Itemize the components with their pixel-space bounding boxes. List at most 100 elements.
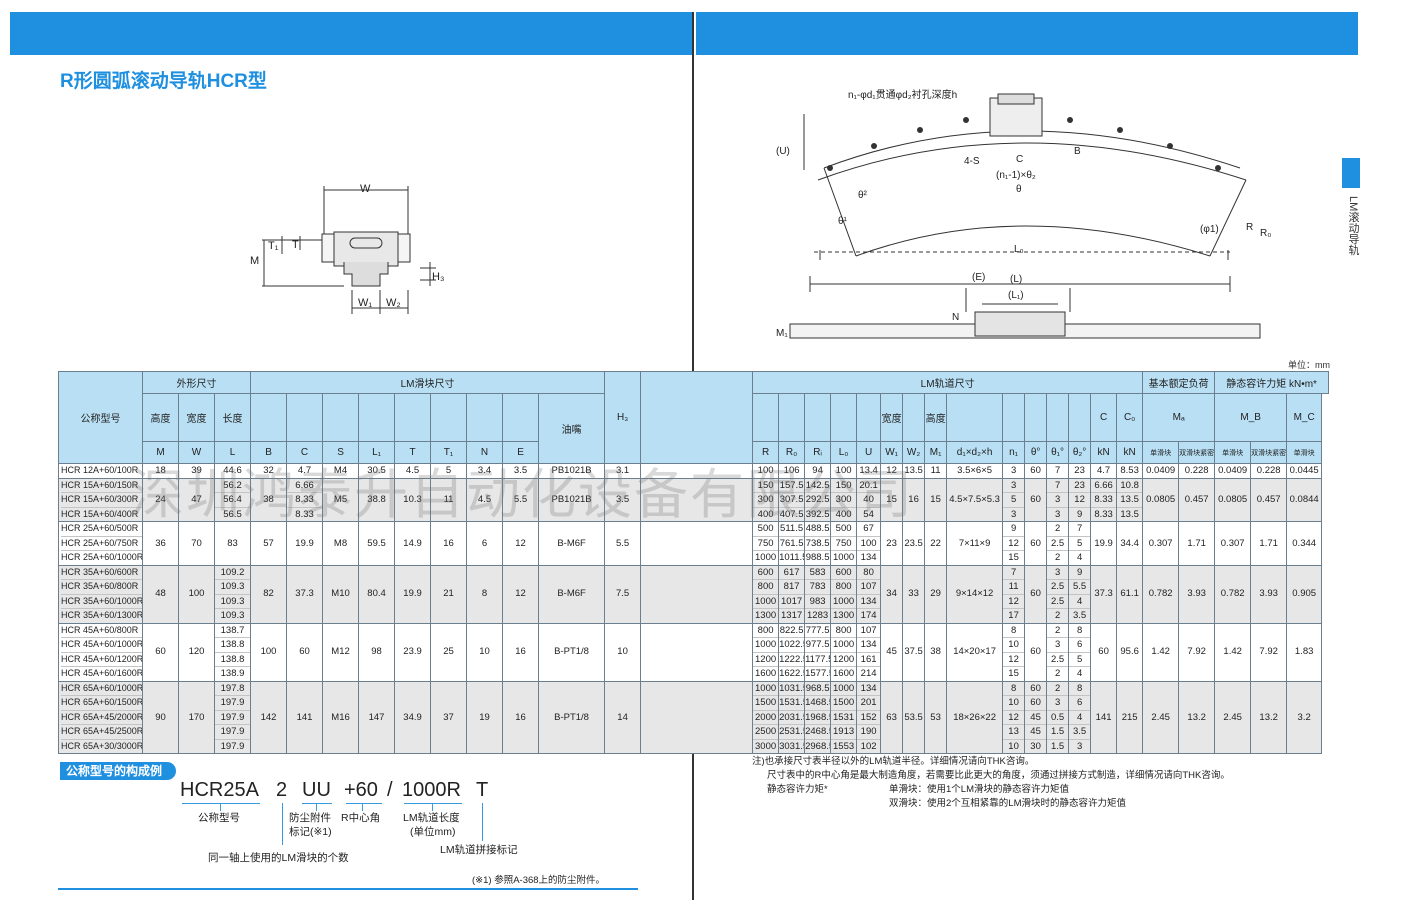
cell-t1: 37 — [430, 680, 468, 754]
cell-e: 16 — [502, 622, 540, 682]
cell-c: 60 — [286, 622, 324, 682]
cell-mb1: 0.0805 — [1214, 477, 1252, 522]
spacer-cell — [640, 622, 754, 682]
cell-mb2: 1.71 — [1250, 521, 1288, 566]
cell-b: 38 — [250, 477, 288, 522]
cell-dxh: 3.5×6×5 — [946, 463, 1004, 479]
dim-L1-label: (L₁) — [1008, 290, 1024, 301]
cell-w: 70 — [178, 521, 215, 566]
cell-ma2: 7.92 — [1178, 622, 1216, 682]
cell-e: 12 — [502, 521, 540, 566]
th-ma-double: 双滑块紧密接触 — [1178, 441, 1216, 464]
th-dxh: d₁×d₂×h — [946, 441, 1004, 464]
cell-th: 60 — [1024, 477, 1048, 522]
cell-b: 100 — [250, 622, 288, 682]
dim-L-label: (L) — [1010, 274, 1022, 285]
dim-phi1-label: (φ1) — [1200, 224, 1219, 235]
cell-ma1: 2.45 — [1142, 680, 1180, 754]
cell-l1: 38.8 — [358, 477, 396, 522]
th-h3: H₃ — [604, 371, 642, 464]
cell-m: 60 — [142, 622, 179, 682]
cell-mc: 0.905 — [1286, 564, 1323, 624]
cell-dxh: 14×20×17 — [946, 622, 1004, 682]
cell-dxh: 7×11×9 — [946, 521, 1004, 566]
th-ma-single: 单滑块 — [1142, 441, 1180, 464]
note-2: 尺寸表中的R中心角是最大制造角度，若需要比此更大的角度，须通过拼接方式制造，详细… — [767, 770, 1230, 781]
cell-l1: 80.4 — [358, 564, 396, 624]
cell-m: 48 — [142, 564, 179, 624]
cap-count: 同一轴上使用的LM滑块的个数 — [208, 852, 349, 864]
th-Lo: L₀ — [830, 441, 858, 464]
cell-s: M4 — [322, 463, 360, 479]
cell-ma2: 0.228 — [1178, 463, 1216, 479]
cell-t1: 5 — [430, 463, 468, 479]
cell-model: HCR 12A+60/100R — [58, 463, 143, 479]
cell-s: M12 — [322, 622, 360, 682]
cell-t1: 25 — [430, 622, 468, 682]
unit-label: 单位：mm — [1288, 360, 1330, 370]
note-3b: 单滑块：使用1个LM滑块的静态容许力矩值 — [889, 784, 1069, 795]
cell-w: 170 — [178, 680, 215, 754]
cell-c: 4.7 — [286, 463, 324, 479]
cell-n: 3.4 — [466, 463, 504, 479]
th-L: L — [213, 441, 252, 464]
cell-mc: 0.0445 — [1286, 463, 1323, 479]
th-E: E — [502, 441, 540, 464]
dim-R0-label: R₀ — [1260, 228, 1271, 239]
cell-e: 16 — [502, 680, 540, 754]
cell-th: 60 — [1024, 521, 1048, 566]
cell-w: 47 — [178, 477, 215, 522]
cell-n: 4.5 — [466, 477, 504, 522]
arc-rail-diagram: n₁-φd₁贯通φd₂衬孔深度h (U) 4-S C B (n₁-1)×θ₂ θ… — [776, 88, 1271, 339]
cell-w2: 33 — [902, 564, 926, 624]
cell-ma1: 0.307 — [1142, 521, 1180, 566]
cell-w1: 45 — [880, 622, 904, 682]
cell-th: 60 — [1024, 564, 1048, 624]
cell-h3: 3.1 — [604, 463, 642, 479]
cell-s: M16 — [322, 680, 360, 754]
cell-mc: 1.83 — [1286, 622, 1323, 682]
th-load: 基本额定负荷 — [1142, 371, 1216, 394]
dim-N-label: N — [952, 312, 959, 323]
th-width: 宽度 — [178, 393, 215, 442]
cap-angle: R中心角 — [341, 812, 381, 824]
th-mc: M_C — [1286, 393, 1323, 442]
th-M: M — [142, 441, 179, 464]
th-W: W — [178, 441, 215, 464]
cell-ma2: 13.2 — [1178, 680, 1216, 754]
dim-W1-label: W₁ — [358, 297, 372, 309]
cell-mb2: 13.2 — [1250, 680, 1288, 754]
th-W1: W₁ — [880, 441, 904, 464]
dim-theta1-label: θ¹ — [838, 216, 848, 227]
dim-C-label: C — [1016, 154, 1023, 165]
dim-pitch-label: (n₁-1)×θ₂ — [996, 170, 1036, 181]
code-angle: +60 — [344, 779, 378, 801]
cell-c: 141 — [1090, 680, 1118, 754]
cell-w1: 23 — [880, 521, 904, 566]
cell-c: 19.9 — [1090, 521, 1118, 566]
cell-b: 57 — [250, 521, 288, 566]
cell-w1: 34 — [880, 564, 904, 624]
cell-l1: 147 — [358, 680, 396, 754]
cell-mc: 0.0844 — [1286, 477, 1323, 522]
cell-n1: 3 — [1002, 463, 1026, 479]
th-height: 高度 — [142, 393, 179, 442]
cell-ma2: 3.93 — [1178, 564, 1216, 624]
